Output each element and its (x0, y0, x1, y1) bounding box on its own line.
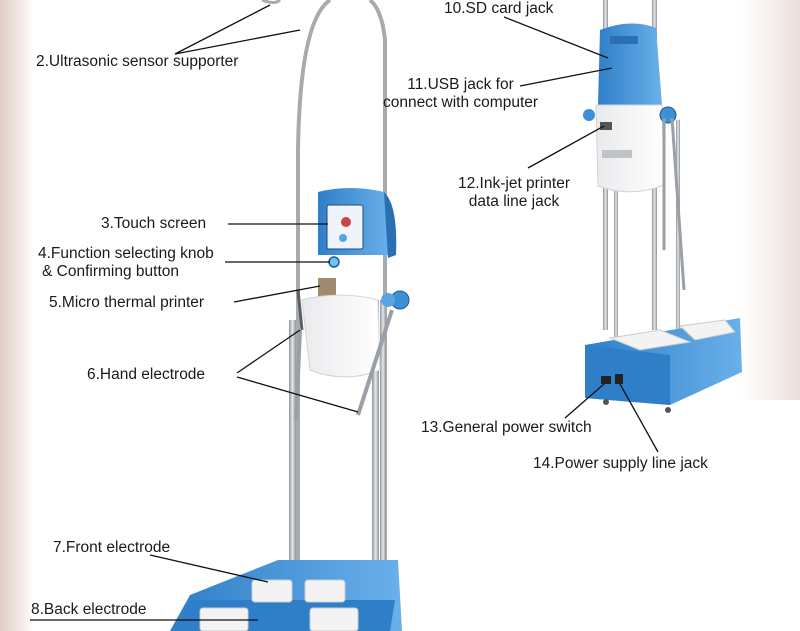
leader-power-jack (619, 383, 659, 453)
background-right (740, 0, 800, 400)
head-unit-side (384, 192, 397, 258)
pole-left (289, 320, 296, 570)
label-power-switch: 13.General power switch (421, 419, 592, 436)
function-knob (328, 256, 340, 268)
power-jack (615, 374, 623, 384)
leader-front-electrode (149, 554, 269, 583)
back-view-device (583, 0, 742, 413)
leader-ultrasonic-1 (174, 4, 271, 55)
leader-hand-1 (236, 329, 301, 374)
leader-hand-2 (236, 376, 359, 413)
label-sd-card: 10.SD card jack (444, 0, 554, 17)
label-usb-line2: connect with computer (382, 94, 539, 111)
back-electrode-pad-2 (309, 607, 359, 631)
label-hand-electrode: 6.Hand electrode (87, 366, 206, 383)
label-thermal-printer: 5.Micro thermal printer (49, 294, 205, 311)
leader-ultrasonic-2 (174, 29, 301, 55)
label-function-knob: 4.Function selecting knob (38, 245, 214, 262)
touch-screen-display (326, 204, 364, 250)
label-touch-screen: 3.Touch screen (101, 215, 207, 232)
label-front-electrode: 7.Front electrode (53, 539, 171, 556)
leader-lines (30, 4, 659, 621)
background-left (0, 0, 34, 631)
ultrasonic-arch-inner (368, 0, 387, 560)
label-usb-line1: 11.USB jack for (407, 76, 514, 93)
label-inkjet-line1: 12.Ink-jet printer (458, 175, 570, 192)
label-confirming-button: & Confirming button (42, 263, 179, 280)
front-electrode-pad-1 (251, 579, 293, 603)
head-unit-white (301, 294, 381, 378)
hand-electrode-right (356, 309, 394, 416)
inkjet-jack (600, 122, 612, 130)
leader-inkjet (527, 125, 605, 169)
leader-sd-card (503, 16, 609, 59)
leader-power-switch (564, 383, 605, 419)
label-power-jack: 14.Power supply line jack (533, 455, 708, 472)
front-electrode-pad-2 (304, 579, 346, 603)
back-side-knob-left (583, 109, 595, 121)
leader-usb (519, 67, 613, 87)
label-inkjet-line2: data line jack (468, 193, 560, 210)
power-switch (601, 376, 611, 384)
label-ultrasonic-supporter: 2.Ultrasonic sensor supporter (36, 53, 239, 70)
back-head-blue (598, 23, 662, 105)
pole-right (372, 300, 379, 570)
thermal-printer-slot (318, 278, 336, 298)
ultrasonic-arch-outer (296, 0, 332, 560)
hand-electrode-left (294, 329, 302, 421)
back-head-white (595, 104, 665, 193)
main-device (170, 0, 410, 631)
label-back-electrode: 8.Back electrode (31, 601, 147, 618)
leader-thermal-printer (233, 285, 321, 303)
